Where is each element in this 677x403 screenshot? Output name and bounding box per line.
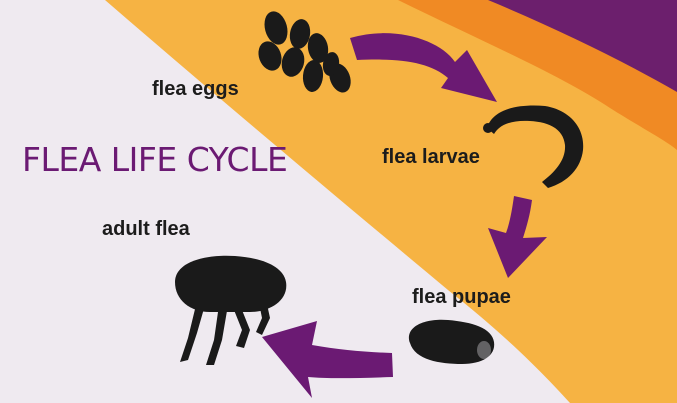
diagram-title: FLEA LIFE CYCLE <box>22 140 287 179</box>
cycle-arrow-icon <box>262 321 393 398</box>
label-flea-pupae: flea pupae <box>412 286 511 309</box>
label-adult-flea: adult flea <box>102 218 190 241</box>
label-flea-eggs: flea eggs <box>152 78 239 101</box>
arrow-pupae-to-adult <box>262 321 393 398</box>
adult-flea-icon <box>175 256 286 365</box>
pupa-icon <box>409 320 494 364</box>
label-flea-larvae: flea larvae <box>382 146 480 169</box>
